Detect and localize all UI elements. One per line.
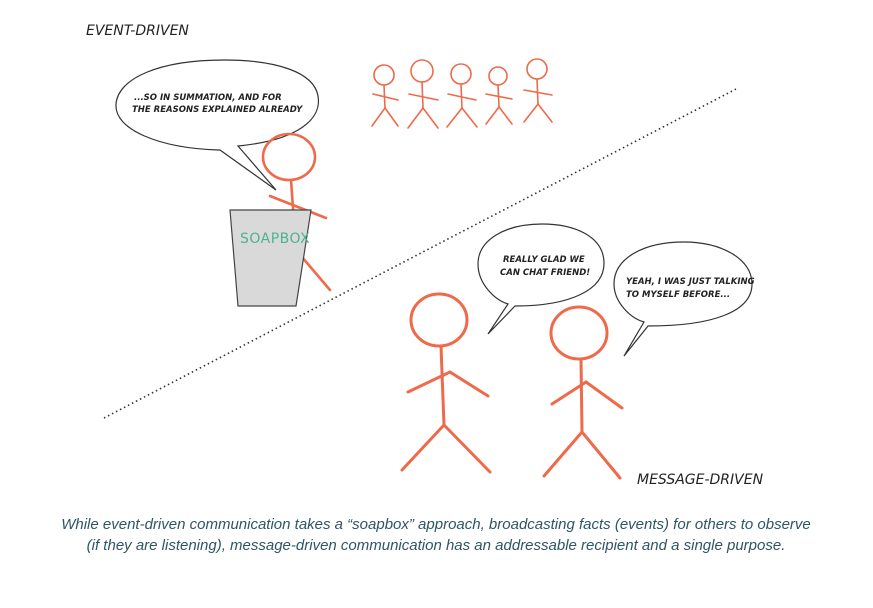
listener-figure (407, 59, 439, 129)
right-chat-figure (542, 305, 624, 480)
speaker-speech-bubble: ...SO IN SUMMATION, AND FOR THE REASONS … (115, 59, 320, 191)
soapbox-label: SOAPBOX (240, 231, 310, 247)
left-bubble-line-2: CAN CHAT FRIEND! (500, 268, 590, 278)
listener-figure (371, 64, 399, 127)
left-bubble-line-1: REALLY GLAD WE (503, 255, 585, 265)
listener-crowd (371, 58, 553, 129)
event-driven-label: EVENT-DRIVEN (86, 23, 189, 39)
listener-figure (485, 66, 513, 125)
left-speech-bubble: REALLY GLAD WE CAN CHAT FRIEND! (477, 223, 605, 335)
soapbox: SOAPBOX (229, 209, 312, 307)
speaker-bubble-line-2: THE REASONS EXPLAINED ALREADY (132, 105, 303, 115)
left-chat-figure (400, 292, 492, 474)
right-speech-bubble: YEAH, I WAS JUST TALKING TO MYSELF BEFOR… (613, 241, 755, 357)
message-driven-label: MESSAGE-DRIVEN (637, 472, 764, 488)
right-bubble-line-2: TO MYSELF BEFORE... (626, 290, 730, 300)
figure-caption: While event-driven communication takes a… (61, 516, 811, 554)
right-bubble-line-1: YEAH, I WAS JUST TALKING (626, 277, 755, 287)
speaker-bubble-line-1: ...SO IN SUMMATION, AND FOR (134, 93, 282, 103)
listener-figure (523, 58, 553, 123)
listener-figure (446, 63, 478, 128)
event-vs-message-diagram: EVENT-DRIVEN MESSAGE-DRIVEN ...SO IN SUM… (86, 23, 764, 488)
